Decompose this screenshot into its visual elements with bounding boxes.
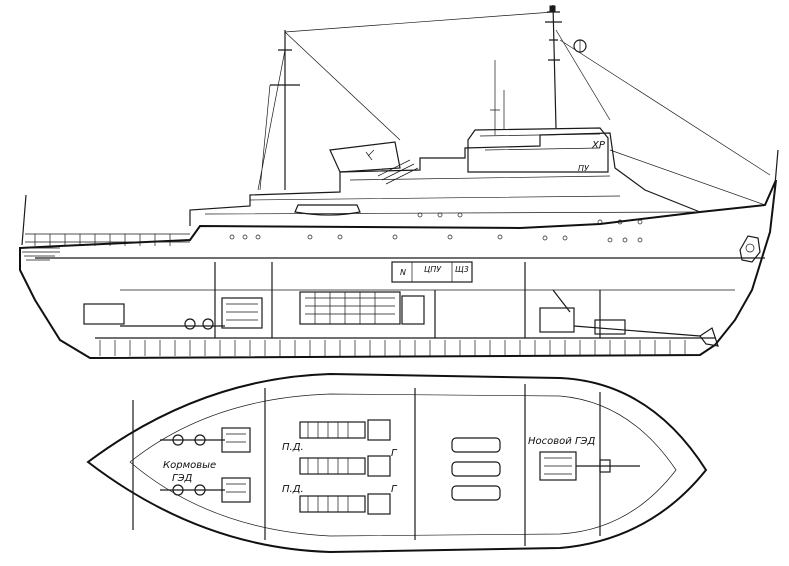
cabin-pu-label: ПУ <box>578 164 589 173</box>
bow-motor-room <box>539 289 719 347</box>
forestay <box>555 29 771 206</box>
anchor-icon <box>739 235 761 263</box>
superstructure-deck <box>204 175 701 215</box>
panel-n-label: N <box>400 268 406 277</box>
bow-motor <box>539 451 640 481</box>
diesel-generators <box>299 419 391 515</box>
stern-motor-lower <box>160 477 251 503</box>
funnel <box>329 141 401 173</box>
pd-lower-label: П.Д. <box>282 484 304 495</box>
side-elevation <box>19 4 779 360</box>
stern-rope-pattern <box>22 247 60 261</box>
stern-motor-upper <box>160 427 251 453</box>
keel-hatching <box>99 340 686 356</box>
radio-mast <box>490 60 505 135</box>
funnel-emblem-icon <box>365 149 375 161</box>
plan-hull-outline <box>86 372 708 554</box>
bow-motor-label: Носовой ГЭД <box>528 436 596 447</box>
panel-tspu-label: ЦПУ <box>424 265 442 274</box>
portholes <box>229 212 643 243</box>
bridge-windows <box>479 133 601 151</box>
plan-inner-hull <box>129 393 677 537</box>
bow-jackstaff <box>772 149 779 209</box>
stairway <box>377 159 419 185</box>
pd-upper-label: П.Д. <box>282 442 304 453</box>
g-lower-label: Г <box>391 484 397 495</box>
plan-view <box>86 372 708 554</box>
stern-flagstaff <box>21 194 27 246</box>
mast-xr-label: ХР <box>592 140 605 151</box>
tanks <box>451 437 501 501</box>
stern-motors-label-line2: ГЭД <box>172 473 193 484</box>
bridge <box>467 127 609 173</box>
superstructure-lower <box>189 132 701 226</box>
bulkheads <box>214 262 601 338</box>
panel-shch3-label: Щ3 <box>455 265 469 274</box>
mainmast <box>270 30 300 190</box>
foremast <box>545 4 562 129</box>
hull-outline <box>19 179 777 360</box>
stern-motors-label-line1: Кормовые <box>163 460 217 471</box>
plan-bulkheads <box>132 384 601 546</box>
control-room <box>391 261 473 283</box>
lifeboat-aft <box>294 204 361 216</box>
engine-room <box>83 291 425 330</box>
foremast-flag <box>549 5 556 13</box>
bow-thruster-icon <box>699 327 719 347</box>
stern-railing <box>25 233 190 246</box>
g-upper-label: Г <box>391 448 397 459</box>
anchor-hawse-icon <box>745 243 755 253</box>
mainmast-stays <box>257 11 554 191</box>
